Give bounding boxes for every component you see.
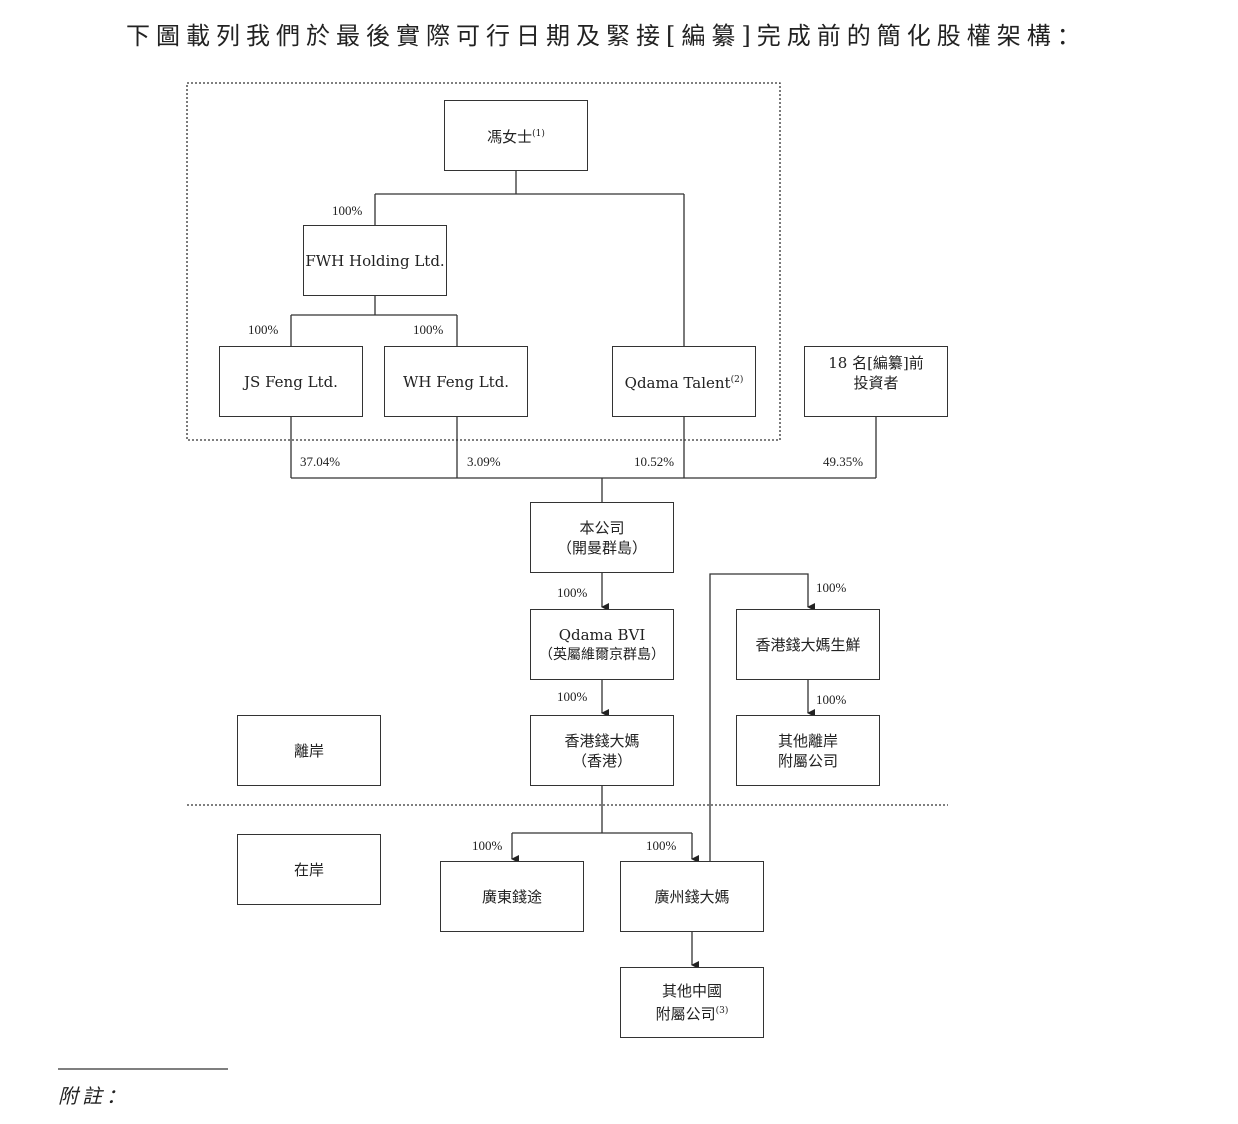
entity-name-line1: 本公司 [579, 518, 625, 537]
entity-name: 馮女士 [487, 128, 533, 146]
entity-qdama-bvi: Qdama BVI （英屬維爾京群島） [530, 609, 674, 680]
offshore-label-box: 離岸 [237, 715, 381, 786]
entity-name-line2: 投資者 [853, 374, 899, 392]
entity-gd-qiantu: 廣東錢途 [440, 861, 584, 932]
pct-hk-fresh-other: 100% [816, 692, 847, 707]
pct-talent: 10.52% [634, 454, 675, 469]
founder-group-dotted-box [186, 82, 781, 441]
pct-hk-gd: 100% [472, 838, 503, 853]
entity-name-line1: 香港錢大媽 [564, 731, 640, 750]
entity-name: 廣東錢途 [481, 887, 542, 906]
entity-name-line2: （開曼群島） [556, 538, 647, 557]
entity-name: WH Feng Ltd. [402, 372, 510, 391]
onshore-label-box: 在岸 [237, 834, 381, 905]
footnote-ref: (2) [730, 375, 744, 385]
entity-name-line1: 18 名[編纂]前 [828, 354, 924, 372]
entity-name-line1: 其他中國 [661, 982, 722, 1000]
footnote-ref: (3) [715, 1006, 729, 1016]
entity-name: Qdama Talent [624, 374, 731, 392]
entity-name-line1: 其他離岸 [777, 731, 838, 750]
pct-fwh-js: 100% [248, 322, 279, 337]
entity-name-line2: （香港） [571, 751, 632, 770]
entity-gz-qdm: 廣州錢大媽 [620, 861, 764, 932]
entity-other-prc: 其他中國附屬公司(3) [620, 967, 764, 1038]
footnote-label: 附註： [58, 1084, 130, 1108]
entity-name: FWH Holding Ltd. [305, 251, 445, 270]
pct-company-bvi: 100% [557, 585, 588, 600]
page-title: 下圖載列我們於最後實際可行日期及緊接[編纂]完成前的簡化股權架構： [126, 22, 1087, 50]
entity-name-line2: （英屬維爾京群島） [539, 646, 665, 663]
entity-fwh-holding: FWH Holding Ltd. [303, 225, 447, 296]
entity-qdama-talent: Qdama Talent(2) [612, 346, 756, 417]
pct-js: 37.04% [300, 454, 341, 469]
footnote-ref: (1) [532, 129, 545, 139]
entity-other-offshore: 其他離岸附屬公司 [736, 715, 880, 786]
pct-fwh-wh: 100% [413, 322, 444, 337]
entity-js-feng: JS Feng Ltd. [219, 346, 363, 417]
pct-feng-fwh: 100% [332, 203, 363, 218]
entity-name: 在岸 [293, 860, 324, 879]
entity-wh-feng: WH Feng Ltd. [384, 346, 528, 417]
pct-wh: 3.09% [467, 454, 501, 469]
entity-name-line2: 附屬公司 [655, 1005, 716, 1023]
entity-name-line1: Qdama BVI [558, 625, 646, 644]
pct-bvi-hk: 100% [557, 689, 588, 704]
pct-to-hk-fresh: 100% [816, 580, 847, 595]
entity-ms-feng: 馮女士(1) [444, 100, 588, 171]
entity-name: 廣州錢大媽 [654, 887, 730, 906]
pct-hk-gz: 100% [646, 838, 677, 853]
entity-name: JS Feng Ltd. [244, 372, 338, 391]
entity-pre-investors: 18 名[編纂]前投資者 [804, 346, 948, 417]
entity-hk-fresh: 香港錢大媽生鮮 [736, 609, 880, 680]
entity-name: 香港錢大媽生鮮 [755, 635, 861, 654]
entity-company: 本公司（開曼群島） [530, 502, 674, 573]
pct-investors: 49.35% [823, 454, 864, 469]
entity-name-line2: 附屬公司 [777, 751, 838, 770]
entity-hk-qdm: 香港錢大媽（香港） [530, 715, 674, 786]
entity-name: 離岸 [293, 741, 324, 760]
